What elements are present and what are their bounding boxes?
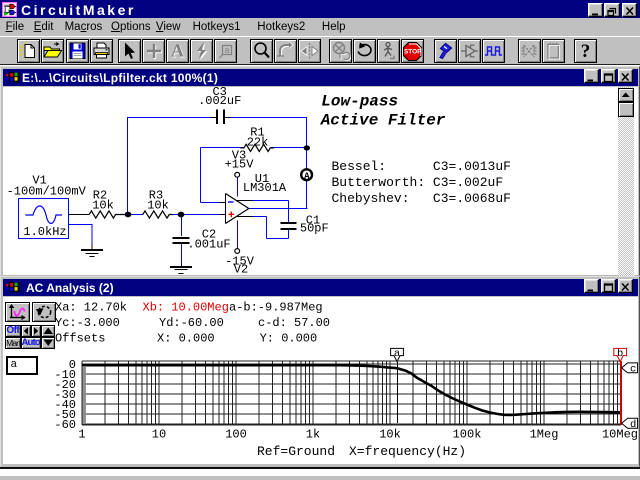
svg-text:STOP: STOP [404, 48, 422, 55]
svg-text:V1: V1 [32, 173, 46, 187]
svg-text:LM301A: LM301A [243, 181, 287, 195]
svg-text:50pF: 50pF [300, 222, 329, 236]
svg-text:U1: U1 [255, 172, 269, 186]
svg-text:-20: -20 [54, 378, 76, 392]
svg-text:C3: C3 [212, 85, 226, 99]
svg-text:c-d: 57.00: c-d: 57.00 [258, 316, 330, 330]
svg-text:X=frequency(Hz): X=frequency(Hz) [349, 444, 466, 459]
svg-text:c: c [630, 364, 636, 376]
svg-text:10Meg: 10Meg [602, 427, 638, 441]
svg-text:V2: V2 [234, 263, 248, 277]
svg-text:1Meg: 1Meg [530, 427, 559, 441]
svg-text:-30: -30 [54, 388, 76, 402]
svg-text:Butterworth: C3=.002uF: Butterworth: C3=.002uF [332, 175, 504, 190]
svg-text:100: 100 [225, 427, 247, 441]
svg-text:Low-pass: Low-pass [321, 93, 398, 111]
svg-text:V3: V3 [232, 149, 246, 163]
svg-text:C1: C1 [306, 213, 320, 227]
svg-text:-60: -60 [54, 418, 76, 432]
svg-text:-100m/100mV: -100m/100mV [7, 185, 87, 199]
svg-text:10: 10 [152, 427, 166, 441]
svg-text:22k: 22k [247, 135, 269, 149]
svg-text:10k: 10k [92, 199, 114, 213]
svg-text:Xb: 10.00Meg: Xb: 10.00Meg [143, 300, 229, 314]
svg-text:Y: 0.000: Y: 0.000 [260, 332, 318, 346]
svg-text:-40: -40 [54, 398, 76, 412]
svg-text:Ref=Ground: Ref=Ground [257, 444, 335, 459]
svg-text:Xa: 12.70k: Xa: 12.70k [55, 300, 127, 314]
svg-text:C2: C2 [202, 228, 216, 242]
svg-text:R2: R2 [93, 189, 107, 203]
svg-text:R3: R3 [149, 189, 163, 203]
svg-text:1.0kHz: 1.0kHz [23, 225, 66, 239]
svg-text:-10: -10 [54, 368, 76, 382]
svg-text:a: a [224, 46, 230, 56]
svg-text:1k: 1k [306, 427, 320, 441]
svg-text:0: 0 [69, 358, 76, 372]
svg-text:Chebyshev: C3=.0068uF: Chebyshev: C3=.0068uF [332, 191, 511, 206]
svg-text:b: b [617, 348, 623, 360]
svg-text:a-b:-9.987Meg: a-b:-9.987Meg [229, 300, 323, 314]
svg-text:100k: 100k [453, 427, 482, 441]
svg-text:-50: -50 [54, 408, 76, 422]
svg-text:-15V: -15V [225, 255, 255, 269]
svg-text:.001uF: .001uF [187, 237, 230, 251]
svg-text:a: a [394, 348, 400, 360]
svg-text:Active Filter: Active Filter [320, 111, 446, 129]
svg-text:A: A [171, 40, 184, 60]
svg-text:Yc:-3.000: Yc:-3.000 [55, 316, 120, 330]
svg-text:Offsets: Offsets [55, 332, 105, 346]
svg-text:.002uF: .002uF [198, 94, 241, 108]
svg-text:?: ? [581, 41, 591, 62]
svg-text:1: 1 [78, 427, 85, 441]
svg-text:Bessel: C3=.0013uF: Bessel: C3=.0013uF [332, 159, 511, 174]
svg-text:A: A [172, 41, 185, 61]
svg-text:d: d [630, 419, 636, 431]
svg-text:X: 0.000: X: 0.000 [157, 332, 215, 346]
svg-text:Yd:-60.00: Yd:-60.00 [159, 316, 224, 330]
svg-text:R1: R1 [250, 125, 264, 139]
svg-text:+15V: +15V [225, 158, 255, 172]
svg-text:10k: 10k [147, 199, 169, 213]
svg-text:10k: 10k [379, 427, 401, 441]
svg-text:A: A [304, 171, 310, 181]
